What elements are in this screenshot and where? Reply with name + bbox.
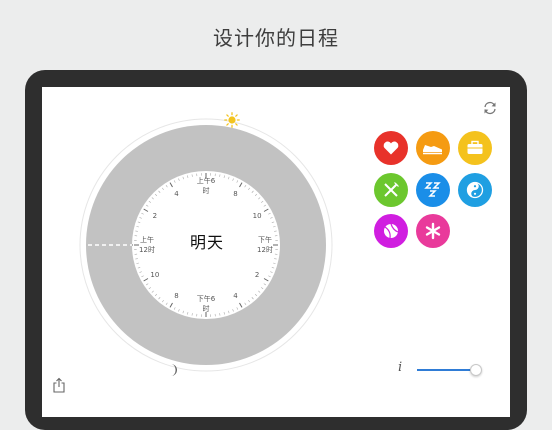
- app-screen: 明天 上午6时 4 2 上午12时 10 8 下午6时 4 2 下午12时 10 8: [42, 87, 510, 417]
- hour-label: 下午6时: [196, 294, 216, 314]
- hour-label: 上午6时: [196, 176, 216, 196]
- hour-label: 上午12时: [137, 235, 157, 255]
- hour-label: 2: [247, 271, 267, 279]
- hour-label: 10: [247, 212, 267, 220]
- caption-title: 设计你的日程: [0, 22, 552, 51]
- asterisk-icon[interactable]: [416, 214, 450, 248]
- share-icon[interactable]: [52, 377, 66, 393]
- clock-center-label: 明天: [142, 229, 272, 253]
- moon-icon[interactable]: [167, 363, 179, 377]
- sleep-icon[interactable]: [416, 173, 450, 207]
- hour-label: 下午12时: [255, 235, 275, 255]
- tablet-frame: 明天 上午6时 4 2 上午12时 10 8 下午6时 4 2 下午12时 10 8: [25, 70, 527, 430]
- slider-thumb[interactable]: [470, 364, 482, 376]
- shoe-icon[interactable]: [416, 131, 450, 165]
- hour-label: 10: [145, 271, 165, 279]
- info-icon[interactable]: i: [398, 360, 402, 375]
- hour-label: 4: [226, 292, 246, 300]
- refresh-icon[interactable]: [482, 100, 498, 116]
- yin-yang-icon[interactable]: [458, 173, 492, 207]
- hour-label: 8: [226, 190, 246, 198]
- hour-label: 8: [167, 292, 187, 300]
- ball-icon[interactable]: [374, 214, 408, 248]
- fork-knife-icon[interactable]: [374, 173, 408, 207]
- briefcase-icon[interactable]: [458, 131, 492, 165]
- slider-track-filled: [417, 369, 475, 371]
- heart-icon[interactable]: [374, 131, 408, 165]
- sun-icon[interactable]: [224, 112, 240, 128]
- hour-label: 4: [167, 190, 187, 198]
- hour-label: 2: [145, 212, 165, 220]
